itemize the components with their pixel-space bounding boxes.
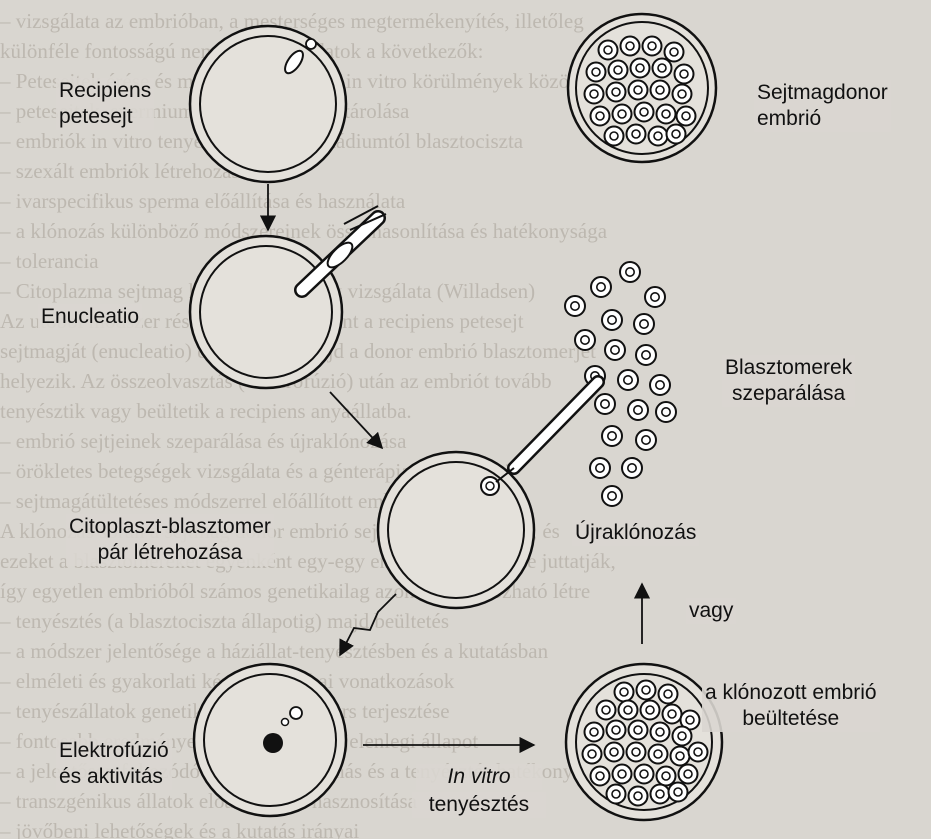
- blastomere-cell: [641, 701, 660, 720]
- label-embryo-transfer: a klónozott embrió beültetése: [702, 680, 880, 732]
- blastomere-cell: [619, 701, 638, 720]
- blastomere-cell: [615, 683, 634, 702]
- blastomere-cell: [591, 277, 611, 297]
- blastomere-cell: [673, 85, 692, 104]
- blastomere-cell: [651, 785, 670, 804]
- enucleation-oocyte: [190, 236, 342, 388]
- blastomere-cell: [669, 783, 688, 802]
- blastomere-cell: [631, 59, 650, 78]
- blastomere-cell: [618, 370, 638, 390]
- blastomere-cell: [657, 105, 676, 124]
- blastomere-cell: [649, 127, 668, 146]
- blastomere-cell: [599, 41, 618, 60]
- label-donor-embryo: Sejtmagdonor embrió: [754, 80, 891, 132]
- blastomere-cell: [645, 287, 665, 307]
- blastomere-cell: [585, 723, 604, 742]
- blastomere-cell: [565, 296, 585, 316]
- blastomere-cell: [602, 426, 622, 446]
- cloned-embryo: [566, 664, 722, 820]
- blastomere-cell: [585, 85, 604, 104]
- donor-embryo: [568, 14, 716, 162]
- blastomere-cell: [653, 59, 672, 78]
- blastomere-cell: [635, 765, 654, 784]
- cytoplast-blastomere-pair: [378, 452, 534, 608]
- blastomere-cell: [651, 723, 670, 742]
- blastomere-cell: [602, 310, 622, 330]
- label-blastomere-separation: Blasztomerek szeparálása: [722, 355, 855, 407]
- blastomere-cell: [590, 458, 610, 478]
- blastomere-cell: [637, 681, 656, 700]
- blastomere-cell: [595, 394, 615, 414]
- blastomere-cell: [607, 83, 626, 102]
- blastomere-cell: [629, 81, 648, 100]
- blastomere-cell: [605, 127, 624, 146]
- label-or: vagy: [686, 598, 736, 624]
- label-recloning: Újraklónozás: [572, 520, 699, 546]
- blastomere-cell: [583, 745, 602, 764]
- blastomere-cell: [620, 262, 640, 282]
- blastomere-cell: [656, 402, 676, 422]
- label-cytoplast-pair: Citoplaszt-blasztomer pár létrehozása: [66, 514, 274, 566]
- blastomere-cell: [677, 107, 696, 126]
- blastomere-cell: [609, 61, 628, 80]
- blastomere-cell: [627, 743, 646, 762]
- blastomere-cell: [665, 43, 684, 62]
- label-enucleation: Enucleatio: [38, 304, 142, 330]
- recipient-oocyte: [190, 26, 346, 182]
- label-electrofusion: Elektrofúzió és aktivitás: [56, 738, 172, 790]
- blastomere-cell: [607, 721, 626, 740]
- blastomere-cell: [634, 314, 654, 334]
- transfer-pipette: [496, 382, 598, 482]
- blastomere-cell: [591, 107, 610, 126]
- blastomere-cell: [622, 458, 642, 478]
- fused-egg: [194, 664, 346, 816]
- blastomere-cell: [667, 125, 686, 144]
- blastomere-cell: [629, 787, 648, 806]
- blastomere-cell: [673, 727, 692, 746]
- blastomere-cell: [659, 685, 678, 704]
- blastomere-cell: [629, 721, 648, 740]
- blastomere-cell: [605, 743, 624, 762]
- blastomere-cell: [597, 701, 616, 720]
- blastomere-cell: [671, 747, 690, 766]
- blastomere-cell: [635, 103, 654, 122]
- label-recipient-oocyte: Recipiens petesejt: [56, 78, 154, 130]
- label-in-vitro: In vitro: [416, 764, 542, 790]
- label-culture: tenyésztés: [412, 792, 546, 818]
- separated-blastomeres: [565, 262, 676, 506]
- blastomere-cell: [613, 765, 632, 784]
- blastomere-cell: [591, 767, 610, 786]
- enucleation-pipette: [302, 206, 386, 290]
- blastomere-cell: [675, 65, 694, 84]
- blastomere-cell: [627, 125, 646, 144]
- blastomere-cell: [636, 345, 656, 365]
- blastomere-cell: [689, 743, 708, 762]
- blastomere-cell: [621, 37, 640, 56]
- blastomere-cell: [602, 486, 622, 506]
- blastomere-cell: [605, 340, 625, 360]
- blastomere-cell: [613, 105, 632, 124]
- blastomere-cell: [663, 705, 682, 724]
- blastomere-cell: [636, 430, 656, 450]
- blastomere-cell: [587, 63, 606, 82]
- blastomere-cell: [643, 37, 662, 56]
- blastomere-cell: [607, 785, 626, 804]
- blastomere-cell: [679, 765, 698, 784]
- blastomere-cell: [628, 400, 648, 420]
- blastomere-cell: [657, 767, 676, 786]
- blastomere-cell: [649, 745, 668, 764]
- blastomere-cell: [651, 81, 670, 100]
- blastomere-cell: [650, 375, 670, 395]
- blastomere-cell: [575, 330, 595, 350]
